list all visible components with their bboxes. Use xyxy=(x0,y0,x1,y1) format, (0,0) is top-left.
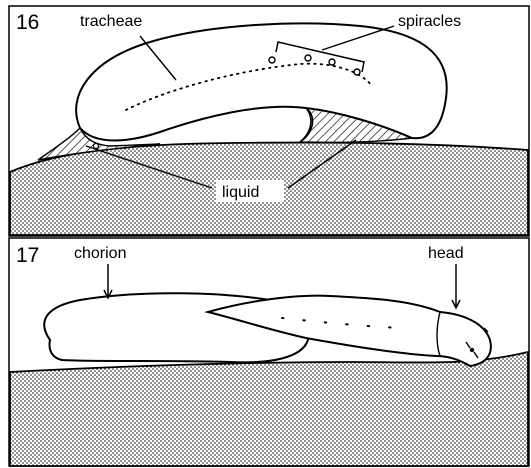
label-spiracles: spiracles xyxy=(398,13,461,30)
panel-number: 17 xyxy=(16,244,39,267)
panel-number: 16 xyxy=(16,11,39,34)
panel-17: 17 chorion head xyxy=(9,238,529,466)
spiracle xyxy=(329,59,335,65)
label-liquid: liquid xyxy=(222,184,259,201)
label-tracheae: tracheae xyxy=(80,13,142,30)
left-mark xyxy=(94,144,99,149)
substrate-17 xyxy=(10,352,528,466)
panel-16: 16 tracheae spiracles liquid xyxy=(9,6,529,236)
spiracle xyxy=(305,55,311,61)
larva-body-16 xyxy=(76,23,447,140)
label-head: head xyxy=(428,245,464,262)
spiracle xyxy=(269,57,275,63)
spiracle xyxy=(354,69,360,75)
label-chorion: chorion xyxy=(74,245,126,262)
